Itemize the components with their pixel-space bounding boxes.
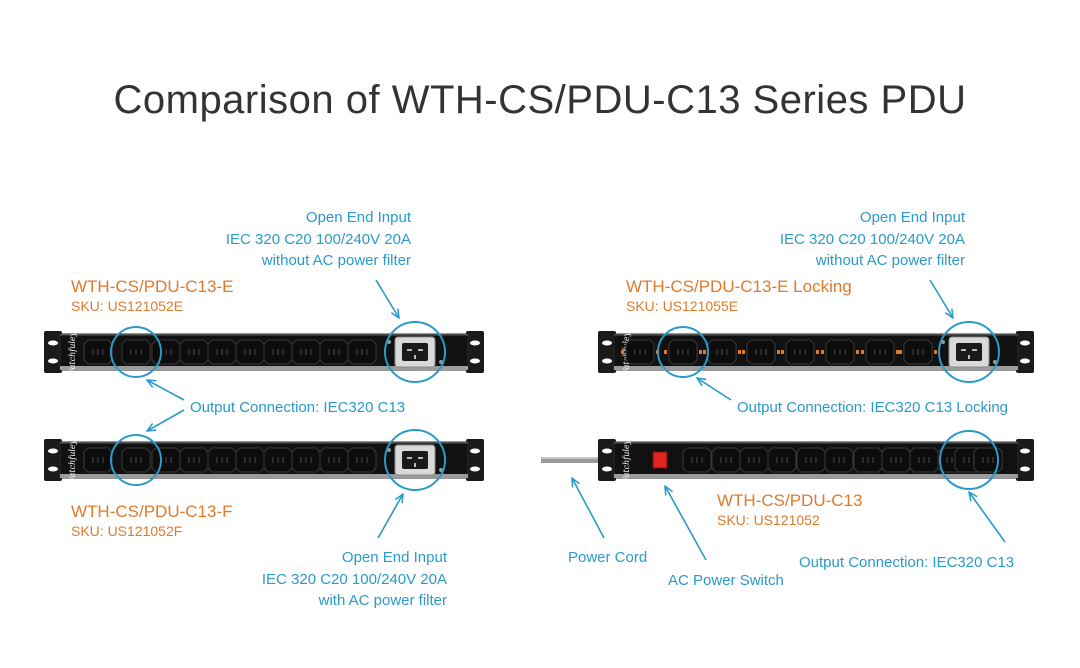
c13-outlet [235,339,265,365]
arrow-power-cord [572,478,605,539]
rack-ear-right [466,439,484,481]
arrow-input-f [377,494,403,539]
c13-outlet [711,447,741,473]
c13-outlet [821,339,859,365]
arrow-input-e-locking [929,279,953,318]
callout-power-cord: Power Cord [568,549,648,566]
arrow-ac-switch [665,486,707,561]
c13-outlet [121,447,151,473]
callout-circle-output-e-locking [657,326,709,378]
brand-logo: Watchfuleye [68,327,77,377]
c20-inlet [941,336,997,368]
c13-outlet [291,447,321,473]
rack-ear-left [598,331,616,373]
c13-outlet [121,339,151,365]
c13-outlet [767,447,797,473]
callout-circles [110,321,1000,491]
arrow-output-e [147,380,185,401]
callout-ac-switch: AC Power Switch [668,572,784,589]
c13-outlet [207,447,237,473]
callout-input-e: Open End Input IEC 320 C20 100/240V 20A … [225,209,411,269]
callout-circle-input-e [384,321,446,383]
product-sku: SKU: US121052E [71,298,184,314]
callout-arrows [147,279,1006,561]
product-sku: SKU: US121052F [71,523,183,539]
arrow-output-base [969,492,1006,543]
product-name: WTH-CS/PDU-C13-F [71,502,233,521]
brand-logo: Watchfuleye [68,435,77,485]
pdu-c13-e-locking: Watchfuleye [598,327,1034,377]
c13-outlet [263,447,293,473]
c13-outlet [899,339,937,365]
c13-outlet [742,339,780,365]
product-label-e: WTH-CS/PDU-C13-E SKU: US121052E [71,277,233,315]
c13-outlet [207,339,237,365]
c13-outlet [973,447,1003,473]
c13-outlet [796,447,826,473]
arrow-output-e-locking [697,378,732,401]
c13-outlet [861,339,899,365]
pdu-c13-e: Watchfuleye [44,327,484,377]
c13-outlet [781,339,819,365]
c13-outlet [347,447,377,473]
product-label-e-locking: WTH-CS/PDU-C13-E Locking SKU: US121055E [626,277,852,315]
c13-outlet [151,447,181,473]
product-label-f: WTH-CS/PDU-C13-F SKU: US121052F [71,502,233,540]
c13-outlet [909,447,939,473]
c13-outlet [83,447,113,473]
c13-outlet [347,339,377,365]
c13-outlet [621,339,659,365]
rack-ear-left [44,331,62,373]
page-title: Comparison of WTH-CS/PDU-C13 Series PDU [113,78,967,122]
arrow-input-e [375,279,399,318]
ac-power-switch [652,451,668,469]
c13-outlet [291,339,321,365]
pdu-c13-f: Watchfuleye [44,435,484,485]
callout-circle-output-f [110,434,162,486]
c13-outlet [319,447,349,473]
c13-outlet [179,447,209,473]
c13-outlet [664,339,702,365]
callout-output-base: Output Connection: IEC320 C13 [799,554,1015,571]
callout-output-locking: Output Connection: IEC320 C13 Locking [737,399,1009,416]
callout-output-left: Output Connection: IEC320 C13 [190,399,406,416]
callout-circle-output-e [110,326,162,378]
rack-ear-left [44,439,62,481]
product-label-base: WTH-CS/PDU-C13 SKU: US121052 [717,491,862,529]
arrow-output-f [147,409,185,431]
c13-outlet [853,447,883,473]
c13-outlet [83,339,113,365]
rack-ear-right [466,331,484,373]
c13-outlet [739,447,769,473]
brand-logo: Watchfuleye [622,435,631,485]
c13-outlet [235,447,265,473]
pdu-c13-base: Watchfuleye [598,435,1034,485]
c13-outlet [179,339,209,365]
rack-ear-right [1016,439,1034,481]
callout-circle-output-base [939,430,999,490]
rack-ear-left [598,439,616,481]
rack-ear-right [1016,331,1034,373]
c13-outlet [682,447,712,473]
c13-outlet [151,339,181,365]
product-name: WTH-CS/PDU-C13 [717,491,863,510]
product-name: WTH-CS/PDU-C13-E [71,277,234,296]
c20-inlet [387,336,443,368]
callout-input-e-locking: Open End Input IEC 320 C20 100/240V 20A … [779,209,965,269]
c13-outlet [319,339,349,365]
product-sku: SKU: US121055E [626,298,739,314]
c20-inlet [387,444,443,476]
c13-outlet [824,447,854,473]
c13-outlet [263,339,293,365]
c13-outlet [881,447,911,473]
callout-circle-input-f [384,429,446,491]
callout-input-f: Open End Input IEC 320 C20 100/240V 20A … [261,549,447,609]
product-sku: SKU: US121052 [717,512,820,528]
callout-circle-input-e-locking [938,321,1000,383]
product-name: WTH-CS/PDU-C13-E Locking [626,277,852,296]
